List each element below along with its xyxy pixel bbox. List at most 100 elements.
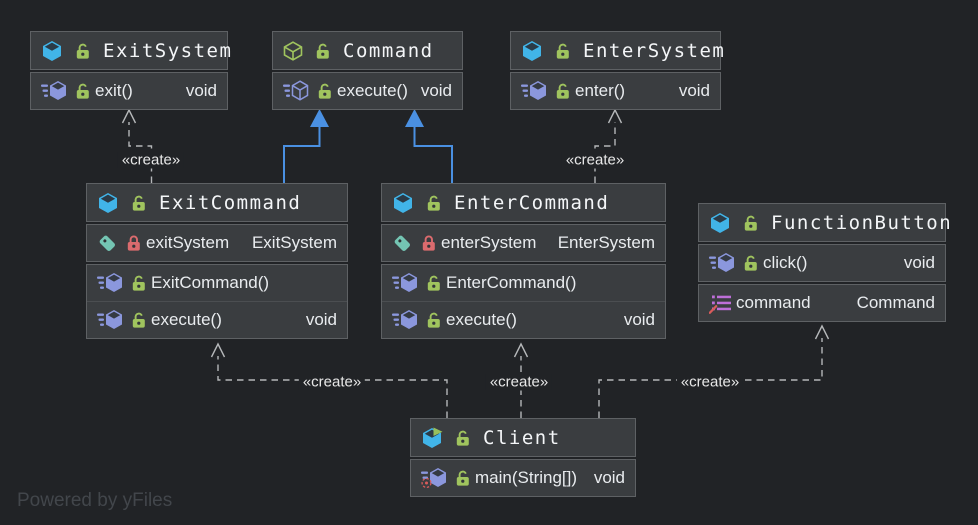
class-title: EnterCommand xyxy=(454,191,610,214)
class-title: FunctionButton xyxy=(771,211,953,234)
class-icon xyxy=(521,40,543,62)
edge-entercommand-implements-command[interactable] xyxy=(413,126,453,183)
edge-label-create[interactable]: «create» xyxy=(561,151,629,169)
green-lock-icon xyxy=(75,42,91,60)
method-icon xyxy=(521,80,547,102)
compartment: enter()void xyxy=(510,72,721,110)
main-method-icon xyxy=(421,467,447,489)
member-row[interactable]: EnterCommand() xyxy=(382,265,665,301)
edge-entercommand-creates-entersystem[interactable] xyxy=(594,122,616,183)
member-name: execute() xyxy=(151,310,222,329)
member-type: void xyxy=(185,81,217,100)
class-header[interactable]: Client xyxy=(411,419,635,456)
edge-label-create[interactable]: «create» xyxy=(676,373,744,391)
open-arrowhead xyxy=(607,108,623,124)
class-header[interactable]: Command xyxy=(273,32,462,69)
edge-exitcommand-implements-command[interactable] xyxy=(283,126,321,183)
method-icon xyxy=(709,252,735,274)
edge-label-create[interactable]: «create» xyxy=(485,373,553,391)
green-lock-icon xyxy=(555,82,571,100)
interface-method-icon xyxy=(283,80,309,102)
green-lock-icon xyxy=(75,82,91,100)
member-row[interactable]: main(String[]) void xyxy=(411,460,635,496)
compartment: click()void xyxy=(698,244,946,282)
green-lock-icon xyxy=(426,311,442,329)
red-lock-icon xyxy=(126,234,142,252)
property-icon xyxy=(709,293,732,314)
member-row[interactable]: exit() void xyxy=(31,73,227,109)
class-command[interactable]: Command execute() void xyxy=(272,31,463,110)
class-title: ExitSystem xyxy=(103,39,233,62)
compartment: ExitCommand()execute()void xyxy=(86,264,348,339)
compartment: EnterCommand() execute() void xyxy=(381,264,666,339)
runnable-class-icon xyxy=(421,427,443,449)
watermark: Powered by yFiles xyxy=(17,490,173,511)
field-icon xyxy=(97,233,118,254)
open-arrowhead xyxy=(210,342,226,358)
realization-arrowhead xyxy=(310,109,329,127)
member-name: command xyxy=(736,293,811,312)
class-icon xyxy=(709,212,731,234)
green-lock-icon xyxy=(455,429,471,447)
member-name: exit() xyxy=(95,81,133,100)
member-row[interactable]: click()void xyxy=(699,245,945,281)
edge-label-create[interactable]: «create» xyxy=(298,373,366,391)
green-lock-icon xyxy=(317,82,333,100)
class-exit-system[interactable]: ExitSystem exit() void xyxy=(30,31,231,110)
edge-label-create[interactable]: «create» xyxy=(117,151,185,169)
member-type: void xyxy=(623,310,655,329)
member-name: enter() xyxy=(575,81,626,100)
method-icon xyxy=(41,80,67,102)
compartment: exitSystem ExitSystem xyxy=(86,224,348,262)
member-name: main(String[]) xyxy=(475,468,578,487)
green-lock-icon xyxy=(743,214,759,232)
green-lock-icon xyxy=(315,42,331,60)
member-name: enterSystem xyxy=(441,233,537,252)
member-type: void xyxy=(420,81,452,100)
class-title: Client xyxy=(483,426,561,449)
class-enter-system[interactable]: EnterSystem enter()void xyxy=(510,31,724,110)
class-icon xyxy=(392,192,414,214)
class-title: EnterSystem xyxy=(583,39,726,62)
class-header[interactable]: ExitSystem xyxy=(31,32,231,69)
member-type: ExitSystem xyxy=(251,233,337,252)
member-row[interactable]: enter()void xyxy=(511,73,720,109)
member-name: execute() xyxy=(337,81,408,100)
class-header[interactable]: EnterSystem xyxy=(511,32,724,69)
class-header[interactable]: ExitCommand xyxy=(87,184,347,221)
green-lock-icon xyxy=(426,274,442,292)
method-icon xyxy=(392,309,418,331)
member-name: execute() xyxy=(446,310,517,329)
class-title: Command xyxy=(343,39,434,62)
member-name: EnterCommand() xyxy=(446,273,577,292)
member-row[interactable]: ExitCommand() xyxy=(87,265,347,301)
interface-icon xyxy=(283,40,303,61)
class-header[interactable]: FunctionButton xyxy=(699,204,951,241)
member-row[interactable]: exitSystem ExitSystem xyxy=(87,225,347,261)
class-header[interactable]: EnterCommand xyxy=(382,184,665,221)
open-arrowhead xyxy=(814,324,830,340)
member-name: exitSystem xyxy=(146,233,230,252)
compartment: main(String[]) void xyxy=(410,459,636,497)
member-row[interactable]: execute() void xyxy=(382,301,665,338)
member-type: void xyxy=(903,253,935,272)
member-row[interactable]: execute() void xyxy=(273,73,462,109)
edge-exitcommand-creates-exitsystem[interactable] xyxy=(128,122,153,183)
open-arrowhead xyxy=(121,108,137,124)
member-row[interactable]: execute()void xyxy=(87,301,347,338)
class-client[interactable]: Client main(String[]) void xyxy=(410,418,636,497)
green-lock-icon xyxy=(555,42,571,60)
compartment: exit() void xyxy=(30,72,228,110)
compartment: execute() void xyxy=(272,72,463,110)
member-type: void xyxy=(593,468,625,487)
method-icon xyxy=(392,272,418,294)
